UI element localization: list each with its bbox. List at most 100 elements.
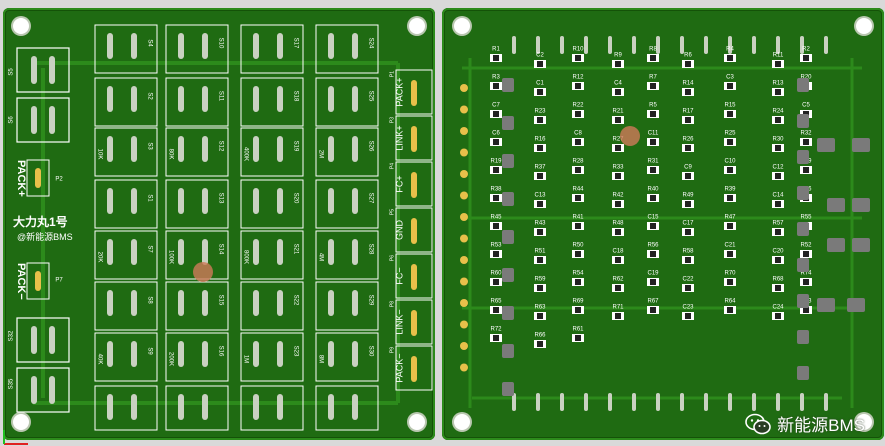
switch-outline [165,281,229,331]
edge-pad [584,393,588,411]
connector-label: FC+ [394,175,404,192]
connector-pad [49,376,55,404]
ref-designator: R74 [800,271,812,277]
ref-designator: R37 [534,165,546,171]
switch-label: S18 [292,91,298,102]
value-label: 20K [96,252,102,263]
ref-designator: R49 [682,193,694,199]
smd-body [537,117,543,123]
mounting-hole [856,414,872,430]
ref-designator: R26 [682,137,694,143]
smd-body [493,335,499,341]
switch-pad [107,341,113,367]
smd-body [650,167,656,173]
ref-designator: R33 [612,165,624,171]
smd-body [575,111,581,117]
board-label: S6 [9,116,15,124]
switch-outline [165,332,229,382]
ref-designator: C22 [682,277,694,283]
smd-body [493,279,499,285]
ref-designator: R27 [612,137,624,143]
component-body [502,78,514,92]
switch-pad [277,341,283,367]
mounting-hole [856,18,872,34]
edge-pad [824,393,828,411]
capacitor [817,298,835,312]
mounting-hole [454,18,470,34]
left-board-layout: S4S2S310KS1S720KS8S940KS10S11S1280KS13S1… [9,24,433,431]
ref-designator: R3 [492,75,500,81]
smd-body [493,139,499,145]
capacitor [827,198,845,212]
mounting-hole [409,414,425,430]
switch-outline [94,127,158,177]
connector-pad [411,126,417,152]
smd-body [685,229,691,235]
switch-outline [240,127,304,177]
smd-body [575,139,581,145]
switch-outline [240,24,304,74]
marker-dot [193,262,213,282]
smd-body [615,285,621,291]
value-label: 800K [242,250,248,264]
edge-pad [752,36,756,54]
ref-designator: C9 [684,165,692,171]
ref-designator: R38 [490,187,502,193]
ref-designator: R62 [612,277,624,283]
edge-pad [608,393,612,411]
smd-body [537,89,543,95]
connector-pin-label: P5 [389,209,395,215]
component-body [502,268,514,282]
smd-body [615,313,621,319]
component-body [797,294,809,308]
ref-designator: C5 [802,103,810,109]
mounting-hole [13,414,29,430]
ref-designator: R47 [724,215,736,221]
switch-pad [202,188,208,214]
board-title: 大力丸1号 [13,215,68,229]
ref-designator: R67 [647,299,659,305]
switch-outline [315,127,379,177]
smd-body [685,201,691,207]
smd-body [650,279,656,285]
ref-designator: R61 [572,327,584,333]
smd-body [493,167,499,173]
edge-pad [656,36,660,54]
ref-designator: R32 [800,131,812,137]
smd-body [685,61,691,67]
smd-body [615,61,621,67]
ref-designator: R17 [682,109,694,115]
ref-designator: R25 [724,131,736,137]
switch-pad [328,394,334,420]
smd-body [727,111,733,117]
smd-body [775,313,781,319]
ref-designator: C20 [772,249,784,255]
smd-body [615,89,621,95]
switch-pad [131,188,137,214]
ref-designator: R9 [614,53,622,59]
ref-designator: R66 [534,333,546,339]
switch-label: S20 [292,193,298,204]
smd-body [575,335,581,341]
watermark: 新能源BMS [745,411,865,436]
ref-designator: C13 [534,193,546,199]
switch-outline [94,281,158,331]
switch-pad [131,33,137,59]
header-pin [460,84,468,92]
value-label: 400K [242,147,248,161]
ref-designator: R12 [572,75,584,81]
switch-label: S7 [146,245,152,253]
pack-minus-label: PACK− [15,263,27,300]
ref-designator: R19 [490,159,502,165]
capacitor [852,198,870,212]
switch-pad [352,86,358,112]
header-pin [460,342,468,350]
board-label: S35 [9,378,15,389]
switch-pad [178,394,184,420]
ref-designator: C24 [772,305,784,311]
smd-body [803,139,809,145]
smd-body [615,257,621,263]
smd-body [650,111,656,117]
edge-pad [608,36,612,54]
switch-outline [165,24,229,74]
